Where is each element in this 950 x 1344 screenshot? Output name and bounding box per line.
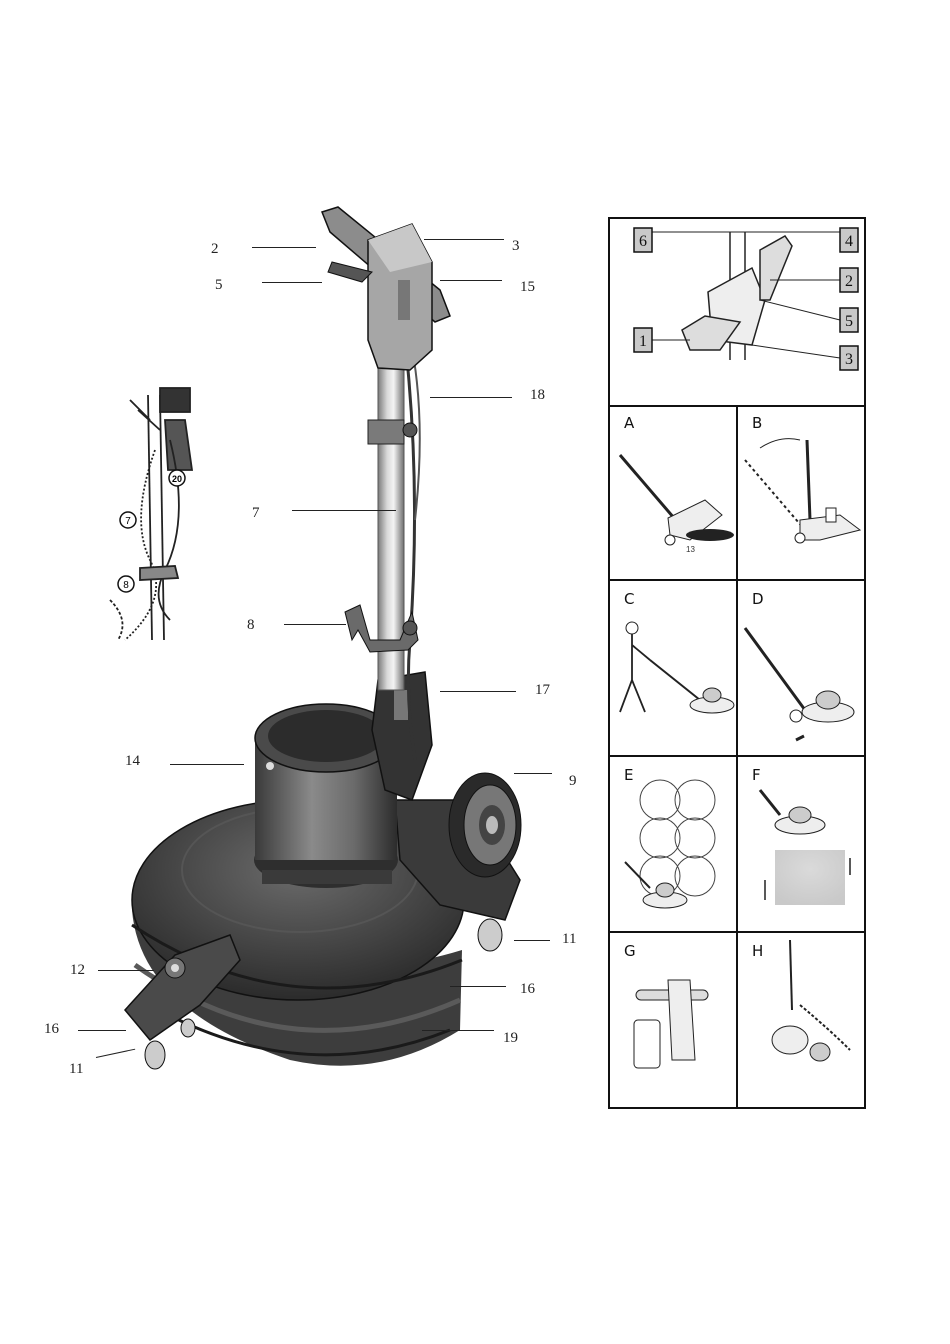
detail-box-6-label: 6 xyxy=(639,233,647,250)
panel-b-label: B xyxy=(752,414,762,432)
panel-g: G xyxy=(624,942,708,1068)
panel-f-label: F xyxy=(752,766,761,784)
panel-a: A 13 xyxy=(620,414,734,554)
detail-box-1-label: 1 xyxy=(639,333,647,350)
detail-box-6: 6 xyxy=(634,228,652,252)
detail-box-4: 4 xyxy=(840,228,858,252)
panel-b: B xyxy=(745,414,860,543)
detail-box-2: 2 xyxy=(840,268,858,292)
panel-c: C xyxy=(620,590,734,713)
panel-g-label: G xyxy=(624,942,636,960)
panel-h-label: H xyxy=(752,942,763,960)
panel-h: H xyxy=(752,940,850,1061)
handle-detail-panel xyxy=(650,232,840,360)
panel-c-label: C xyxy=(624,590,634,608)
detail-box-5-label: 5 xyxy=(845,313,853,330)
detail-box-5: 5 xyxy=(840,308,858,332)
panel-d-label: D xyxy=(752,590,764,608)
detail-box-3-label: 3 xyxy=(845,351,853,368)
panel-e-label: E xyxy=(624,766,633,784)
detail-box-3: 3 xyxy=(840,346,858,370)
panel-e: E xyxy=(624,766,715,908)
panel-a-label: A xyxy=(624,414,635,432)
panel-d: D xyxy=(745,590,854,740)
detail-box-1: 1 xyxy=(634,328,652,352)
detail-box-2-label: 2 xyxy=(845,273,853,290)
panel-f: F xyxy=(752,766,850,905)
detail-box-4-label: 4 xyxy=(845,233,853,250)
panel-a-note: 13 xyxy=(686,545,695,554)
